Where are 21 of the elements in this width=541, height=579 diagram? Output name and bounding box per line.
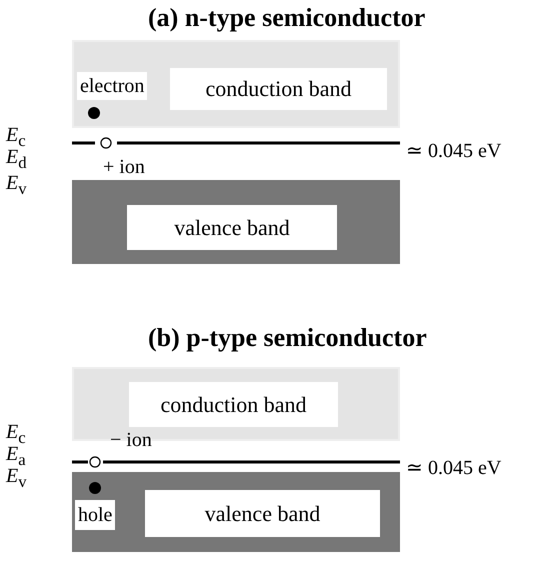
particle-label: hole [75,500,116,530]
valence-band [72,180,400,264]
panel-heading: (b) p-type semiconductor [148,325,427,351]
energy-level-label: E$_{v}$ [6,173,27,198]
particle-label: electron [77,72,148,100]
panel-heading: (a) n-type semiconductor [148,5,426,31]
energy-level-label: E$_{d}$ [6,147,27,172]
energy-level-label: E$_{v}$ [6,466,27,491]
band-label: conduction band [170,68,387,110]
ion-label: − ion [110,430,152,450]
conduction-band [72,40,400,128]
valence-band [72,472,400,552]
energy-level-label: E$_{a}$ [6,444,26,469]
energy-level-label: E$_{c}$ [6,125,26,150]
ion-label: + ion [103,157,145,177]
energy-gap-label: ≃ 0.045 eV [406,458,502,478]
band-label: valence band [127,205,337,250]
band-label: valence band [145,490,380,537]
energy-level-label: E$_{c}$ [6,422,26,447]
band-label: conduction band [129,382,338,427]
energy-gap-label: ≃ 0.045 eV [406,141,502,161]
